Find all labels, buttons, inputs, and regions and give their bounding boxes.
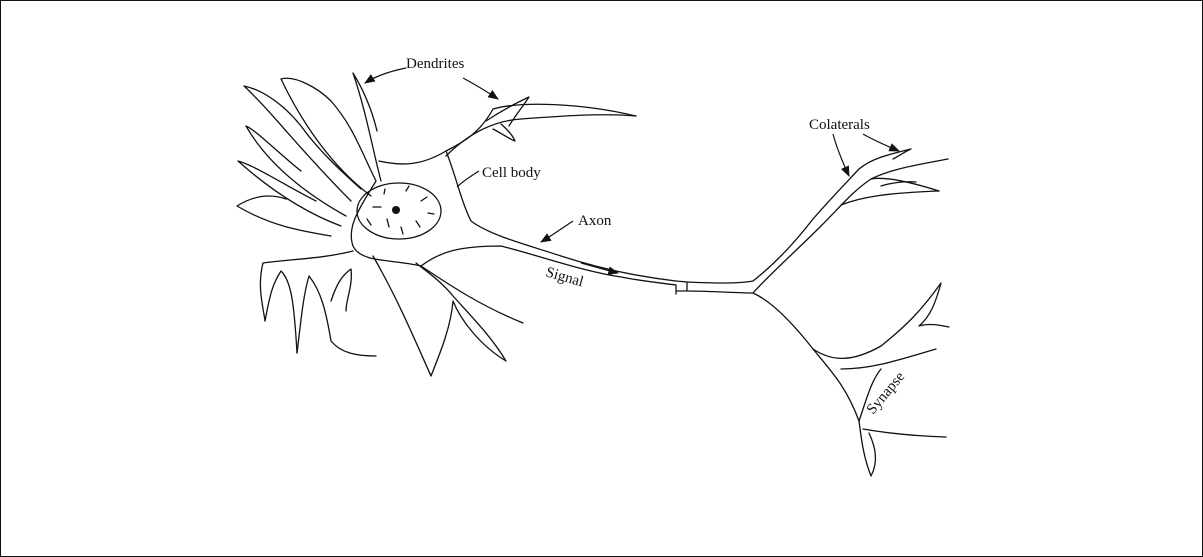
signal-arrow bbox=[581, 263, 618, 273]
colaterals-arrow-right bbox=[863, 134, 899, 151]
axon-shape bbox=[676, 159, 948, 421]
label-synapse: Synapse bbox=[864, 369, 909, 418]
label-colaterals: Colaterals bbox=[809, 117, 870, 133]
nucleolus-shape bbox=[392, 206, 400, 214]
label-cell-body: Cell body bbox=[482, 165, 541, 181]
dendrites-arrow-right bbox=[463, 78, 498, 99]
label-axon: Axon bbox=[578, 213, 612, 229]
label-dendrites: Dendrites bbox=[406, 56, 464, 72]
collaterals-shape bbox=[841, 149, 939, 205]
dendrites-arrow-left bbox=[365, 68, 406, 83]
colaterals-arrow-left bbox=[833, 134, 849, 176]
nucleus-marks bbox=[367, 186, 434, 234]
synapse-branches-shape bbox=[813, 283, 949, 476]
cell-body-leader bbox=[457, 171, 479, 187]
axon-arrow bbox=[541, 221, 573, 242]
